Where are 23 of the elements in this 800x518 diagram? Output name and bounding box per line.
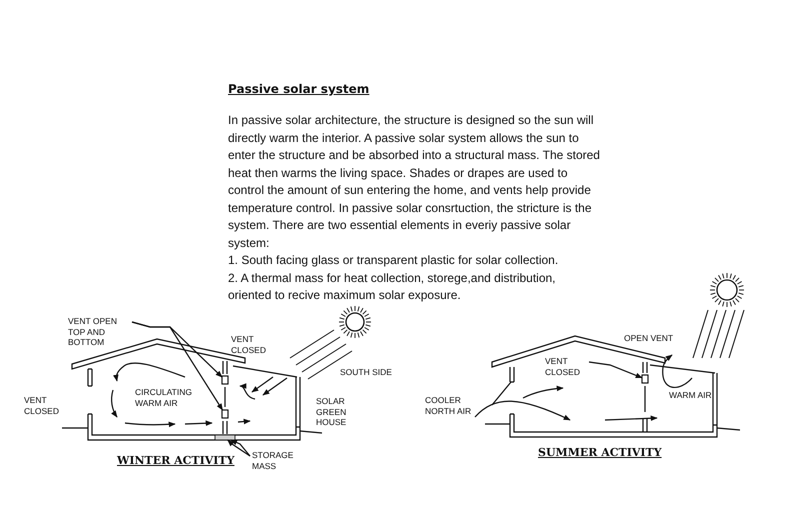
callout-label: WARM AIR bbox=[669, 390, 713, 400]
caption-heading: WINTER ACTIVITY bbox=[117, 454, 234, 467]
leader-line bbox=[588, 361, 643, 378]
callout-label: OPEN VENT bbox=[624, 333, 674, 344]
callout-label: SOUTH SIDE bbox=[340, 367, 393, 378]
list-item: 1. South facing glass or transparent plastic for solar collection. bbox=[228, 252, 560, 269]
callout-label: VENT CLOSED bbox=[231, 334, 267, 355]
paragraph: In passive solar architecture, the structure is designed so the sun will directly warm the interior. A passive solar system allows the sun to enter the structure and be absorbed into a structural mass. The stored heat then warms the living space. Shades or drapes are used to control the amount of sun entering the home, and vents help provide temperature control. In passive solar consrtuction, the stricture is the system. There are two essential elements in everiy passive solar system: bbox=[228, 112, 600, 252]
vent bbox=[221, 375, 229, 385]
vent bbox=[641, 374, 649, 384]
list-item: 2. A thermal mass for heat collection, storege,and distribution, oriented to recive maximum solar exposure. bbox=[228, 270, 557, 304]
leader-line bbox=[132, 321, 223, 411]
callout-label: SOLAR GREEN HOUSE bbox=[316, 396, 348, 428]
callout-label: VENT OPEN TOP AND BOTTOM bbox=[68, 316, 130, 348]
callout-label: VENT CLOSED bbox=[24, 395, 60, 416]
storage-mass-slab bbox=[214, 434, 236, 440]
callout-label: STORAGE MASS bbox=[252, 450, 298, 471]
callout-label: COOLER NORTH AIR bbox=[425, 395, 472, 416]
callout-label: VENT CLOSED bbox=[545, 356, 587, 377]
title: Passive solar system bbox=[228, 82, 370, 96]
callout-label: CIRCULATING WARM AIR bbox=[135, 387, 193, 408]
vent bbox=[221, 409, 229, 419]
caption-heading: SUMMER ACTIVITY bbox=[538, 446, 662, 459]
